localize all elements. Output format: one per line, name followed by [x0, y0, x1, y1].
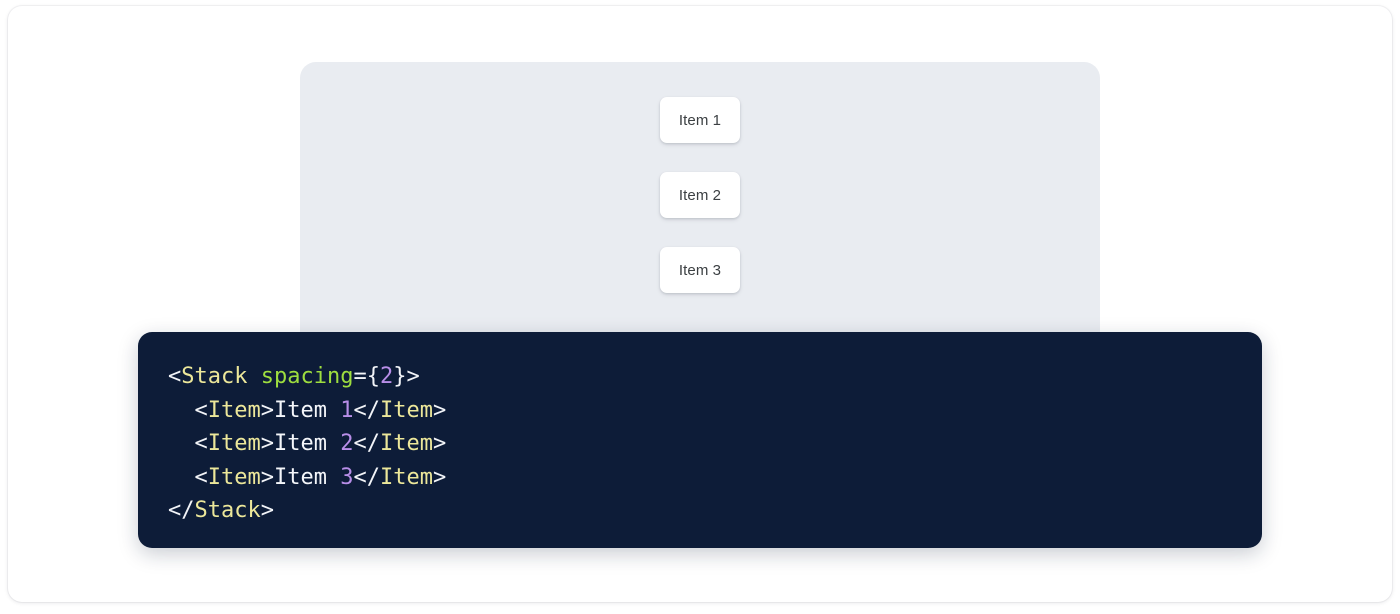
code-token-text: Item [273, 464, 341, 490]
code-token-num: 1 [340, 397, 354, 423]
code-token-punct: < [168, 364, 182, 389]
stack-item: Item 3 [660, 247, 740, 293]
code-line: <Item>Item 2</Item> [168, 431, 447, 457]
code-token-num: 2 [379, 364, 394, 389]
stack-preview-surface: Item 1 Item 2 Item 3 [300, 62, 1100, 382]
stack-item-list: Item 1 Item 2 Item 3 [300, 62, 1100, 293]
code-line: <Stack spacing={2}> [168, 364, 420, 389]
code-token-punct: </ [353, 397, 380, 423]
stack-item-label: Item 3 [678, 261, 722, 279]
code-token-punct: }> [393, 364, 420, 389]
code-token-punct: > [260, 464, 274, 490]
code-token-tag: Item [379, 464, 433, 490]
code-token-punct: > [432, 397, 447, 423]
code-token-punct: ={ [353, 364, 380, 389]
code-token-text: Item [273, 397, 341, 423]
code-token-num: 3 [340, 464, 354, 490]
code-token-punct: < [194, 397, 208, 423]
code-token-tag: Stack [194, 498, 261, 524]
stack-item: Item 1 [660, 97, 740, 143]
code-token-punct: </ [353, 431, 380, 457]
code-token-punct [247, 364, 260, 389]
code-line: </Stack> [168, 498, 274, 523]
code-token-tag: Item [207, 397, 261, 423]
code-token-punct: </ [353, 464, 380, 490]
code-token-punct: > [260, 498, 274, 524]
code-token-tag: Item [207, 431, 261, 457]
code-token-text: Item [273, 431, 341, 457]
code-token-num: 2 [340, 431, 354, 457]
code-token-punct: > [432, 464, 447, 490]
code-token-attr: spacing [260, 364, 354, 389]
stack-item-label: Item 1 [678, 111, 722, 129]
code-line: <Item>Item 3</Item> [168, 464, 447, 490]
code-token-punct: </ [168, 498, 195, 524]
stack-item: Item 2 [660, 172, 740, 218]
code-token-tag: Item [207, 464, 261, 490]
code-line: <Item>Item 1</Item> [168, 397, 447, 423]
code-token-punct: > [432, 431, 447, 457]
code-snippet-text: <Stack spacing={2}> <Item>Item 1</Item> … [168, 360, 1262, 528]
code-token-punct: < [194, 464, 208, 490]
code-token-punct: > [260, 397, 274, 423]
code-token-tag: Item [379, 397, 433, 423]
stack-item-label: Item 2 [678, 186, 722, 204]
code-snippet-block: <Stack spacing={2}> <Item>Item 1</Item> … [138, 332, 1262, 548]
code-token-punct: < [194, 431, 208, 457]
code-token-tag: Item [379, 431, 433, 457]
code-token-punct: > [260, 431, 274, 457]
code-token-tag: Stack [181, 364, 248, 389]
